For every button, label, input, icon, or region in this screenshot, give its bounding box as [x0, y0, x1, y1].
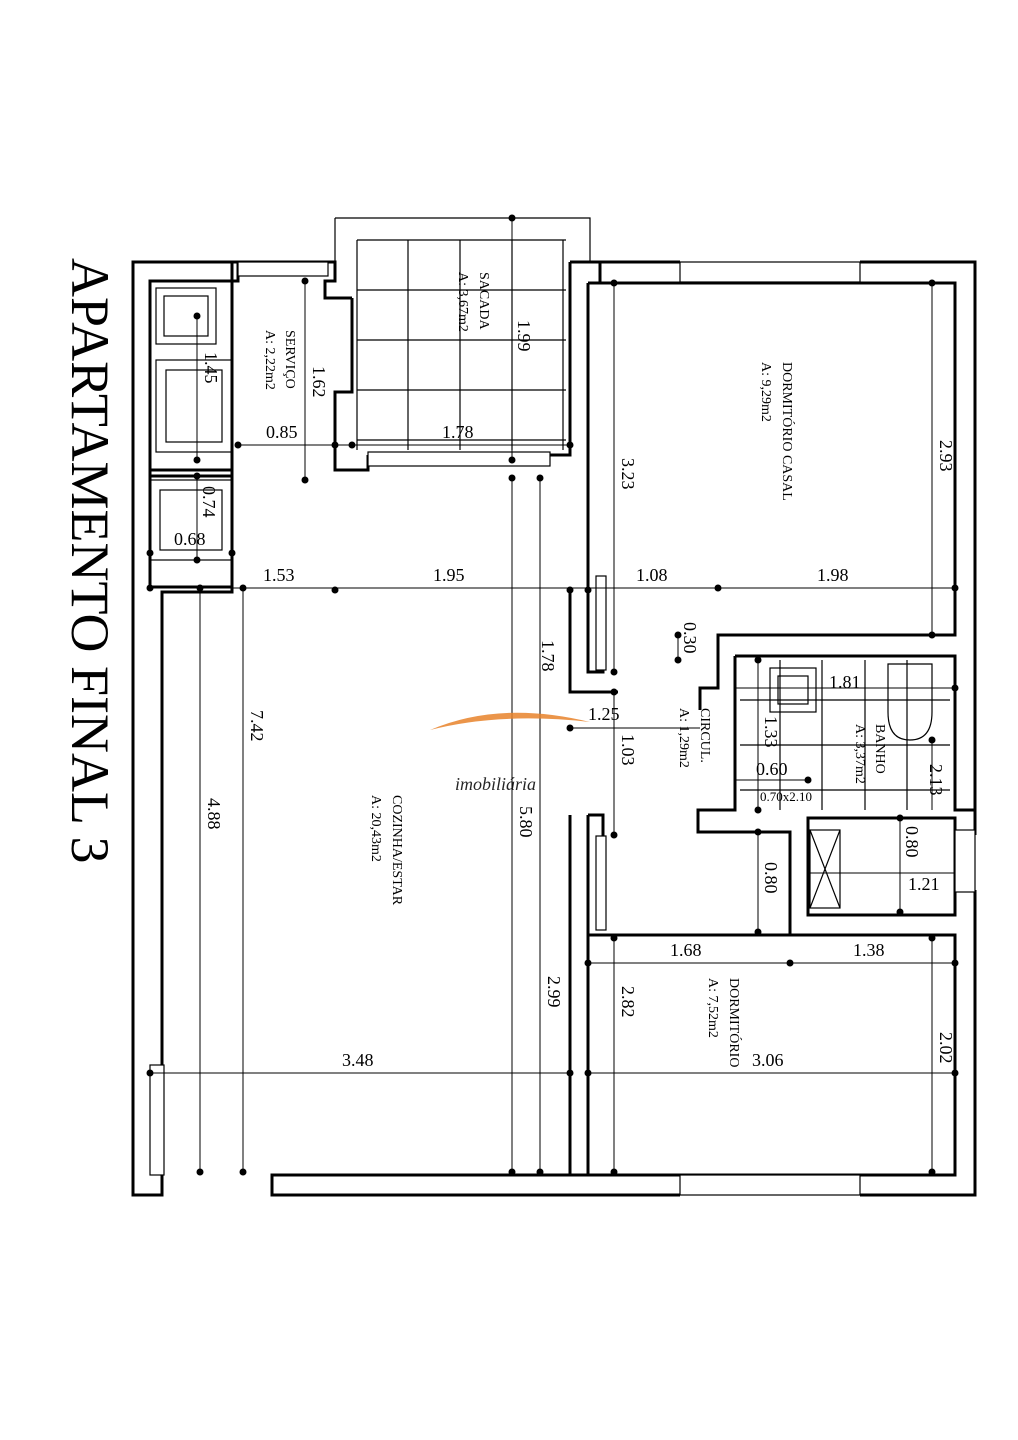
- dim-label: 0.85: [266, 422, 298, 442]
- room-servico-name: SERVIÇO: [282, 330, 297, 389]
- wall-corridor-left-a: [568, 588, 618, 694]
- bath-grid: [740, 660, 950, 810]
- dim-label: 1.08: [636, 565, 668, 585]
- dim-label: 0.60: [756, 759, 788, 779]
- logo-swoosh: [430, 712, 590, 730]
- room-banho-area: A: 3,37m2: [852, 724, 867, 784]
- dim-label: 2.13: [926, 764, 946, 796]
- dim-label: 1.45: [201, 352, 221, 384]
- dim-label: 1.62: [309, 366, 329, 398]
- laundry-sink: [155, 287, 217, 345]
- wall-top-right: [270, 260, 977, 1197]
- dim-label: 2.02: [936, 1032, 956, 1064]
- dim-label: 0.80: [761, 862, 781, 894]
- room-cozinha-area: A: 20,43m2: [368, 795, 383, 862]
- dim-label: 1.03: [618, 734, 638, 766]
- dim-label: 1.33: [761, 716, 781, 748]
- room-circul-name: CIRCUL.: [697, 708, 712, 763]
- dim-label: 3.48: [342, 1050, 374, 1070]
- dim-label: 1.78: [538, 640, 558, 672]
- room-banho-name: BANHO: [872, 724, 887, 774]
- room-sacada-area: A: 3,67m2: [455, 272, 470, 332]
- dim-label: 0.80: [902, 826, 922, 858]
- window-casal: [679, 261, 861, 283]
- window-service: [237, 261, 329, 277]
- room-sacada-name: SACADA: [476, 272, 491, 330]
- bath-sink: [769, 667, 817, 713]
- wall-casal: [588, 281, 957, 710]
- window-dorm: [679, 1174, 861, 1196]
- water-heater: [149, 479, 233, 561]
- washer: [155, 359, 233, 453]
- room-dormitorio-name: DORMITÓRIO: [726, 978, 743, 1067]
- room-casal-area: A: 9,29m2: [758, 362, 773, 422]
- room-labels: SACADA A: 3,67m2 SERVIÇO A: 2,22m2 DORMI…: [262, 272, 887, 1067]
- dim-label: 7.42: [247, 710, 267, 742]
- dim-label: 2.82: [618, 986, 638, 1018]
- watermark-text: imobiliária: [455, 774, 536, 794]
- dim-label: 0.74: [199, 486, 219, 518]
- shower: [809, 829, 841, 909]
- dim-label: 0.30: [680, 622, 700, 654]
- wall-bath-inner: [806, 816, 957, 917]
- dim-label: 3.23: [618, 458, 638, 490]
- dim-label: 1.21: [908, 874, 940, 894]
- dim-label: 1.38: [853, 940, 885, 960]
- toilet: [887, 663, 933, 741]
- room-circul-area: A: 1,29m2: [676, 708, 691, 768]
- dim-label: 5.80: [516, 806, 536, 838]
- door-size-label: 0.70x2.10: [760, 789, 812, 804]
- dim-label: 1.81: [829, 672, 861, 692]
- wall-service-box: [150, 468, 232, 478]
- dim-label: 1.53: [263, 565, 295, 585]
- dimension-dots: [146, 214, 959, 1176]
- door-casal: [595, 575, 607, 671]
- plan-title: APARTAMENTO FINAL 3: [60, 258, 120, 864]
- wall-balcony-left: [333, 298, 370, 472]
- fixtures: [149, 287, 933, 909]
- dim-label: 1.78: [442, 422, 474, 442]
- dim-label: 1.99: [514, 320, 534, 352]
- wall-bath: [588, 654, 975, 1177]
- dim-label: 1.68: [670, 940, 702, 960]
- dim-label: 2.93: [936, 440, 956, 472]
- room-dormitorio-area: A: 7,52m2: [705, 978, 720, 1038]
- dim-label: 2.99: [544, 976, 564, 1008]
- room-casal-name: DORMITÓRIO CASAL: [779, 362, 796, 501]
- watermark-logo: imobiliária: [430, 712, 590, 794]
- dim-label: 1.25: [588, 704, 620, 724]
- dimension-lines: [150, 218, 955, 1175]
- window-bath: [954, 829, 976, 893]
- dim-label: 0.68: [174, 529, 206, 549]
- wall-balcony-right: [550, 260, 602, 457]
- door-dorm: [595, 835, 607, 931]
- window-living: [149, 1064, 165, 1176]
- dim-label: 4.88: [204, 798, 224, 830]
- windows: [149, 261, 976, 1196]
- balcony-door: [367, 451, 551, 467]
- dim-label: 3.06: [752, 1050, 784, 1070]
- dimension-labels: 1.99 1.45 1.62 0.85 1.78 3.23 2.93 0.74 …: [174, 320, 956, 1070]
- balcony-outline: [334, 217, 591, 262]
- balcony-grid: [356, 239, 566, 450]
- dim-label: 1.98: [817, 565, 849, 585]
- room-servico-area: A: 2,22m2: [262, 330, 277, 390]
- dim-label: 1.95: [433, 565, 465, 585]
- walls: [131, 217, 977, 1197]
- room-cozinha-name: COZINHA/ESTAR: [389, 795, 404, 906]
